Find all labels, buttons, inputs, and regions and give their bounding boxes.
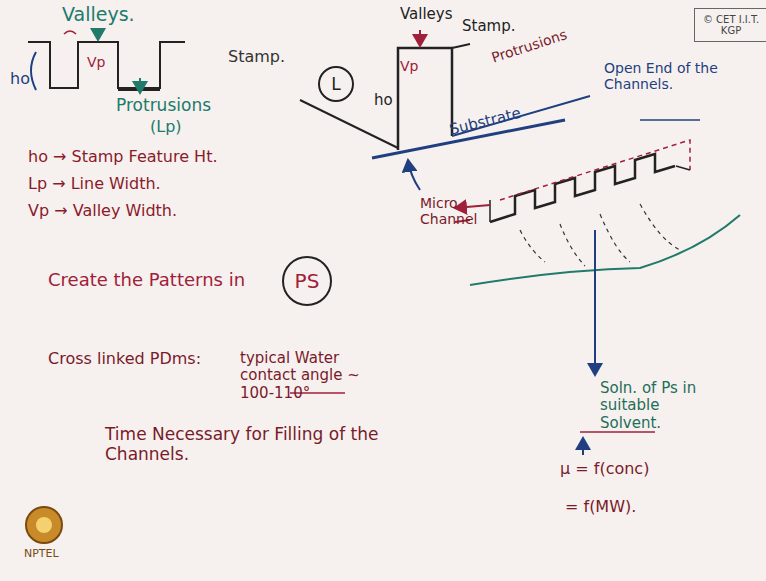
note-text: Cross linked PDms: — [48, 350, 201, 368]
definition-note: Vp → Valley Width. — [28, 202, 177, 220]
nptel-emblem — [26, 507, 62, 543]
equation: = f(MW). — [565, 498, 636, 516]
circled-material: PS — [282, 256, 332, 306]
callout-text: Valleys. — [62, 4, 135, 26]
logo-box: © CET I.I.T. KGP — [694, 8, 766, 42]
leader-line — [594, 230, 596, 375]
callout-text: Open End of the Channels. — [604, 60, 719, 92]
dimension-symbol: Vp — [400, 58, 418, 74]
ground-curve — [470, 215, 740, 285]
node-text: PS — [295, 269, 320, 293]
tick-mark — [64, 31, 76, 34]
part-name: Protrusions — [116, 96, 211, 116]
dimension-symbol: Vp — [87, 54, 105, 70]
leader-line — [582, 438, 584, 455]
circled-letter: L — [318, 66, 354, 102]
note-text: Create the Patterns in — [48, 270, 245, 291]
height-bracket — [31, 52, 36, 90]
leader-line — [419, 30, 421, 46]
definition-note: ho → Stamp Feature Ht. — [28, 148, 218, 166]
part-name: Valleys — [400, 6, 453, 23]
stamp-outline — [398, 48, 452, 150]
channel-profile — [490, 154, 675, 222]
leader-line — [97, 28, 99, 40]
note-text: typical Water contact angle ~ 100-110° — [240, 350, 390, 402]
flow-arrow — [455, 205, 490, 208]
part-name: Stamp. — [228, 48, 285, 66]
watermark: NPTEL — [24, 548, 59, 561]
part-name: Micro Channel — [420, 195, 490, 227]
stamp-profile — [28, 42, 185, 88]
channel-edge — [490, 166, 690, 222]
dimension-symbol: (Lp) — [150, 118, 182, 136]
note-text: Time Necessary for Filling of the Channe… — [105, 425, 435, 464]
part-name: Stamp. — [462, 18, 516, 35]
definition-note: Lp → Line Width. — [28, 175, 161, 193]
stamp-edge — [452, 44, 470, 48]
leader-line — [139, 78, 141, 93]
nptel-emblem-core — [36, 517, 52, 533]
underline — [640, 119, 700, 121]
dimension-symbol: ho — [10, 70, 30, 88]
note-text: Soln. of Ps in suitable Solvent. — [600, 380, 720, 432]
leader-line — [408, 160, 420, 190]
dashed-outline — [500, 140, 690, 200]
dimension-symbol: ho — [374, 92, 393, 109]
node-text: © CET I.I.T. KGP — [700, 14, 762, 36]
equation: μ = f(conc) — [560, 460, 649, 478]
solution-drops — [520, 204, 680, 266]
node-text: L — [331, 74, 340, 94]
part-name: Substrate — [448, 105, 523, 139]
